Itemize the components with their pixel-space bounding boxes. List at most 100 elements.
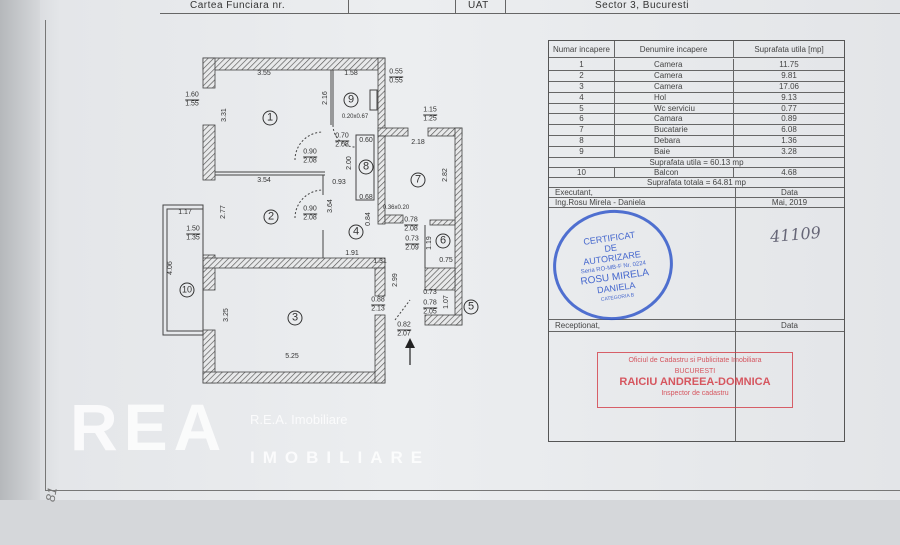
dim: 2.00 [346,156,353,170]
dim: 5.25 [285,353,299,360]
room-number: 6 [435,233,451,249]
receptionat-label: Receptionat, [555,319,736,331]
cell-area: 9.81 [781,70,797,80]
dim: 1.17 [178,209,192,216]
dim: 0.60 [359,137,373,144]
cell-area: 1.36 [781,136,797,146]
cell-area: 11.75 [779,59,799,69]
dim: 1.31 [373,258,387,265]
header-cell: Suprafata utila [mp] [754,44,824,54]
header-divider [455,0,456,13]
room-number: 3 [287,310,303,326]
cell-area: 4.68 [781,167,797,177]
receptionat-row: Receptionat, Data [549,319,844,332]
dim: 3.55 [257,70,271,77]
cell-nr: 1 [549,59,615,70]
receptionat-date-label: Data [781,320,798,330]
cell-name: Bucatarie [614,124,734,136]
room-number: 9 [343,92,359,108]
dim: 0.36x0.20 [382,205,410,211]
cell-name: Camera [614,59,734,70]
cell-name: Debara [614,135,734,147]
dim: 1.19 [426,236,433,250]
dim: 2.16 [322,91,329,105]
watermark-sub: IMOBILIARE [250,448,431,467]
dim: 3.64 [327,199,334,213]
room-area-table: Numar incapere Denumire incapere Suprafa… [548,40,845,442]
stamp-line: RAICIU ANDREEA-DOMNICA [619,376,771,388]
dim: 2.82 [442,168,449,182]
cell-area: 0.77 [781,103,797,113]
room-number: 4 [348,224,364,240]
uat-label: UAT [468,0,489,11]
table-row: 10 Balcon 4.68 [549,167,844,178]
dim: 1.58 [344,70,358,77]
dim: 1.07 [443,295,450,309]
cell-name: Camera [614,69,734,81]
cell-name: Camera [614,80,734,92]
dim: 3.54 [257,177,271,184]
stamp-line: Oficiul de Cadastru si Publicitate Imobi… [628,357,762,364]
dim: 0.93 [332,179,346,186]
room-number: 1 [262,110,278,126]
executant-name: Ing.Rosu Mirela - Daniela [555,197,736,207]
dim: 0.73 [423,289,437,296]
grand-total: Suprafata totala = 64.81 mp [647,177,746,187]
cell-nr: 4 [549,91,615,103]
page-number: 81 [42,486,60,503]
signature-area [549,207,844,320]
cell-nr: 2 [549,69,615,81]
bottom-surface [0,500,900,545]
header-cell: Denumire incapere [614,41,734,57]
cell-nr: 3 [549,80,615,92]
cell-area: 9.13 [781,92,797,102]
cell-name: Hol [614,91,734,103]
executant-name-row: Ing.Rosu Mirela - Daniela Mai, 2019 [549,197,844,208]
date-label: Data [781,187,798,197]
executant-row: Executant, Data [549,187,844,198]
drawing-frame [45,20,900,491]
cell-nr: 10 [549,167,615,177]
dim: 2.77 [220,205,227,219]
cadastre-office-stamp: Oficiul de Cadastru si Publicitate Imobi… [597,352,793,408]
watermark-small: R.E.A. Imobiliare [250,412,348,427]
room-number: 5 [463,299,479,315]
header-divider [505,0,506,13]
header-divider [348,0,349,13]
dim: 2.18 [411,139,425,146]
room-number: 10 [179,282,195,298]
dim: 0.84 [365,212,372,226]
watermark-logo: REA [70,390,228,464]
dim: 4.06 [167,261,174,275]
stamp-line: BUCURESTI [674,368,716,375]
cell-area: 3.28 [781,147,797,157]
cell-name: Balcon [614,167,734,177]
column-divider [735,331,736,441]
dim: 1.91 [345,250,359,257]
useful-total: Suprafata utila = 60.13 mp [649,157,744,167]
cadastral-header: Cartea Funciara nr. UAT Sector 3, Bucure… [160,0,900,14]
cell-nr: 6 [549,113,615,125]
table-header: Numar incapere Denumire incapere Suprafa… [549,41,844,58]
uat-value: Sector 3, Bucuresti [595,0,689,11]
header-cell: Numar incapere [549,41,615,57]
entrance-arrow [405,338,415,365]
dim: 0.68 [359,194,373,201]
cell-nr: 9 [549,146,615,158]
room-number: 2 [263,209,279,225]
useful-total-row: Suprafata utila = 60.13 mp [549,157,844,168]
